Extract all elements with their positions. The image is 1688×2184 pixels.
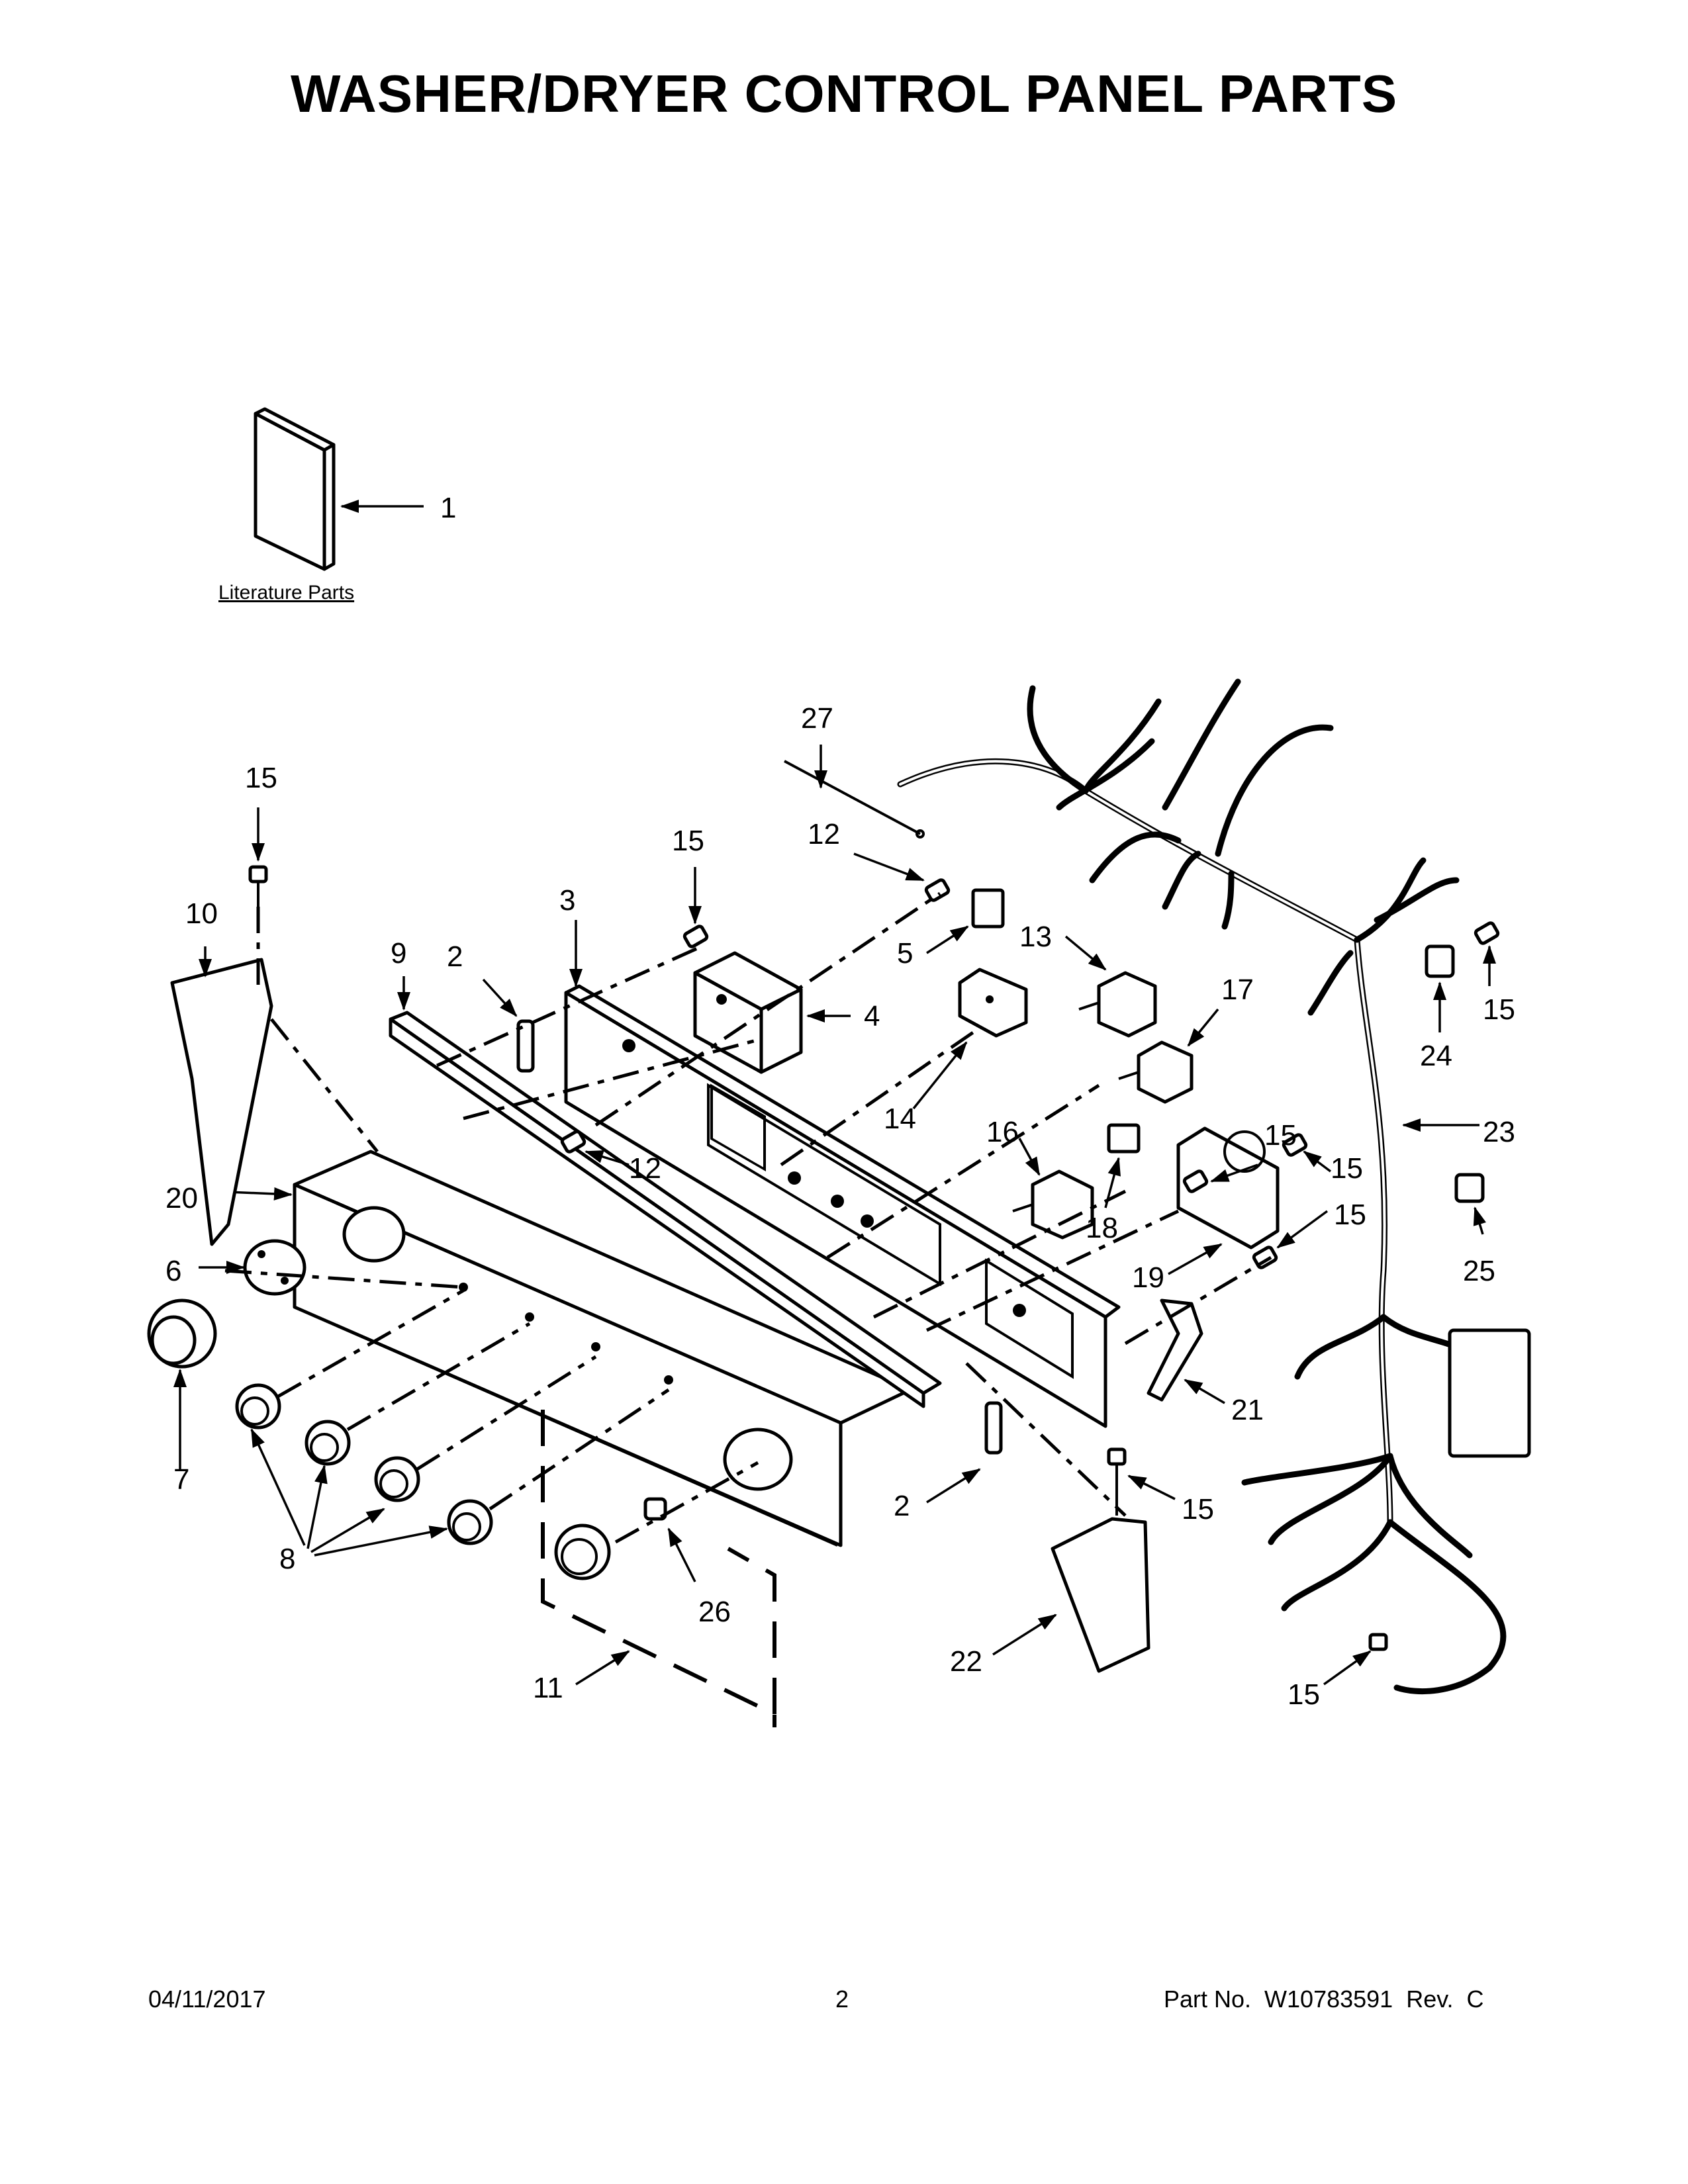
callout-19: 19 [1132, 1261, 1164, 1294]
footer-page-number: 2 [835, 1985, 849, 2013]
callout-15-e: 15 [1334, 1199, 1366, 1231]
callout-12-lower: 12 [629, 1152, 661, 1185]
literature-parts-label: Literature Parts [218, 582, 354, 604]
clip-24 [1425, 944, 1455, 1032]
callout-11: 11 [533, 1672, 563, 1704]
callout-1: 1 [440, 492, 456, 524]
callout-15-b: 15 [672, 825, 704, 857]
callout-25: 25 [1463, 1255, 1495, 1287]
selector-switch-17 [1118, 1008, 1219, 1104]
callout-7: 7 [173, 1463, 189, 1496]
light-pipe-upper [482, 978, 535, 1073]
mounting-bracket [389, 976, 942, 1408]
screw-12-upper [853, 852, 951, 902]
callout-23: 23 [1483, 1116, 1515, 1148]
callout-15-c: 15 [1264, 1119, 1297, 1152]
screw-15-h [1323, 1633, 1388, 1686]
callout-26: 26 [698, 1596, 731, 1628]
callout-22: 22 [950, 1645, 982, 1678]
knob-mount [199, 1239, 306, 1296]
callout-12-upper: 12 [808, 818, 840, 850]
callout-9: 9 [391, 937, 406, 970]
module-box [693, 951, 851, 1074]
connector-18 [1104, 1123, 1141, 1208]
switch [926, 888, 1005, 954]
screw-15-d [1282, 1133, 1332, 1173]
clip-25 [1454, 1173, 1487, 1235]
callout-5: 5 [897, 937, 913, 970]
callout-2-upper: 2 [447, 940, 463, 973]
callout-24: 24 [1420, 1040, 1452, 1072]
end-cap-right [992, 1517, 1150, 1673]
callout-8: 8 [279, 1543, 295, 1575]
selector-switch-13 [1064, 935, 1157, 1038]
screw-12-lower [560, 1130, 630, 1166]
callout-13: 13 [1019, 921, 1052, 953]
knob-cycle-outline [541, 1410, 776, 1727]
assembly-center-lines [224, 891, 1272, 1544]
wire-tie [784, 745, 925, 839]
callout-16: 16 [986, 1116, 1019, 1148]
light-pipe-lower [926, 1401, 1003, 1504]
screw-15-e [1252, 1210, 1329, 1269]
footer-date: 04/11/2017 [148, 1985, 266, 2013]
footer-part-number: Part No. W10783591 Rev. C [1164, 1985, 1484, 2013]
callout-21: 21 [1231, 1394, 1264, 1426]
callout-17: 17 [1221, 974, 1254, 1006]
callout-15-f: 15 [1483, 993, 1515, 1026]
knob-small-group [235, 1383, 493, 1557]
literature-booklet [254, 407, 424, 571]
knob-large [147, 1298, 217, 1469]
screw-15-f [1474, 921, 1500, 986]
screw-15-a [248, 807, 268, 907]
timer-assembly [1168, 1126, 1280, 1275]
callout-27: 27 [801, 702, 833, 735]
callout-18: 18 [1086, 1212, 1118, 1244]
callout-15-g: 15 [1182, 1493, 1214, 1525]
control-board [564, 920, 1121, 1428]
page-title: WASHER/DRYER CONTROL PANEL PARTS [290, 64, 1398, 123]
callout-3: 3 [559, 884, 575, 917]
spacer [643, 1497, 696, 1582]
end-cap-left [170, 946, 273, 1246]
wire-clip-21 [1147, 1298, 1225, 1404]
callout-15-h: 15 [1288, 1678, 1320, 1711]
callout-15-d: 15 [1331, 1152, 1363, 1185]
screw-15-c [1182, 1163, 1258, 1193]
callout-4: 4 [864, 1000, 880, 1032]
callout-14: 14 [884, 1103, 916, 1135]
wire-harness [897, 678, 1531, 1695]
callout-10: 10 [185, 897, 218, 930]
sensor-assembly [912, 968, 1028, 1110]
callout-15-a: 15 [245, 762, 277, 794]
callout-2-lower: 2 [894, 1490, 910, 1522]
screw-15-b [682, 867, 709, 948]
selector-switch-16 [1012, 1138, 1094, 1240]
screw-15-g [1107, 1447, 1176, 1516]
callout-20: 20 [165, 1182, 198, 1214]
callout-6: 6 [165, 1255, 181, 1287]
